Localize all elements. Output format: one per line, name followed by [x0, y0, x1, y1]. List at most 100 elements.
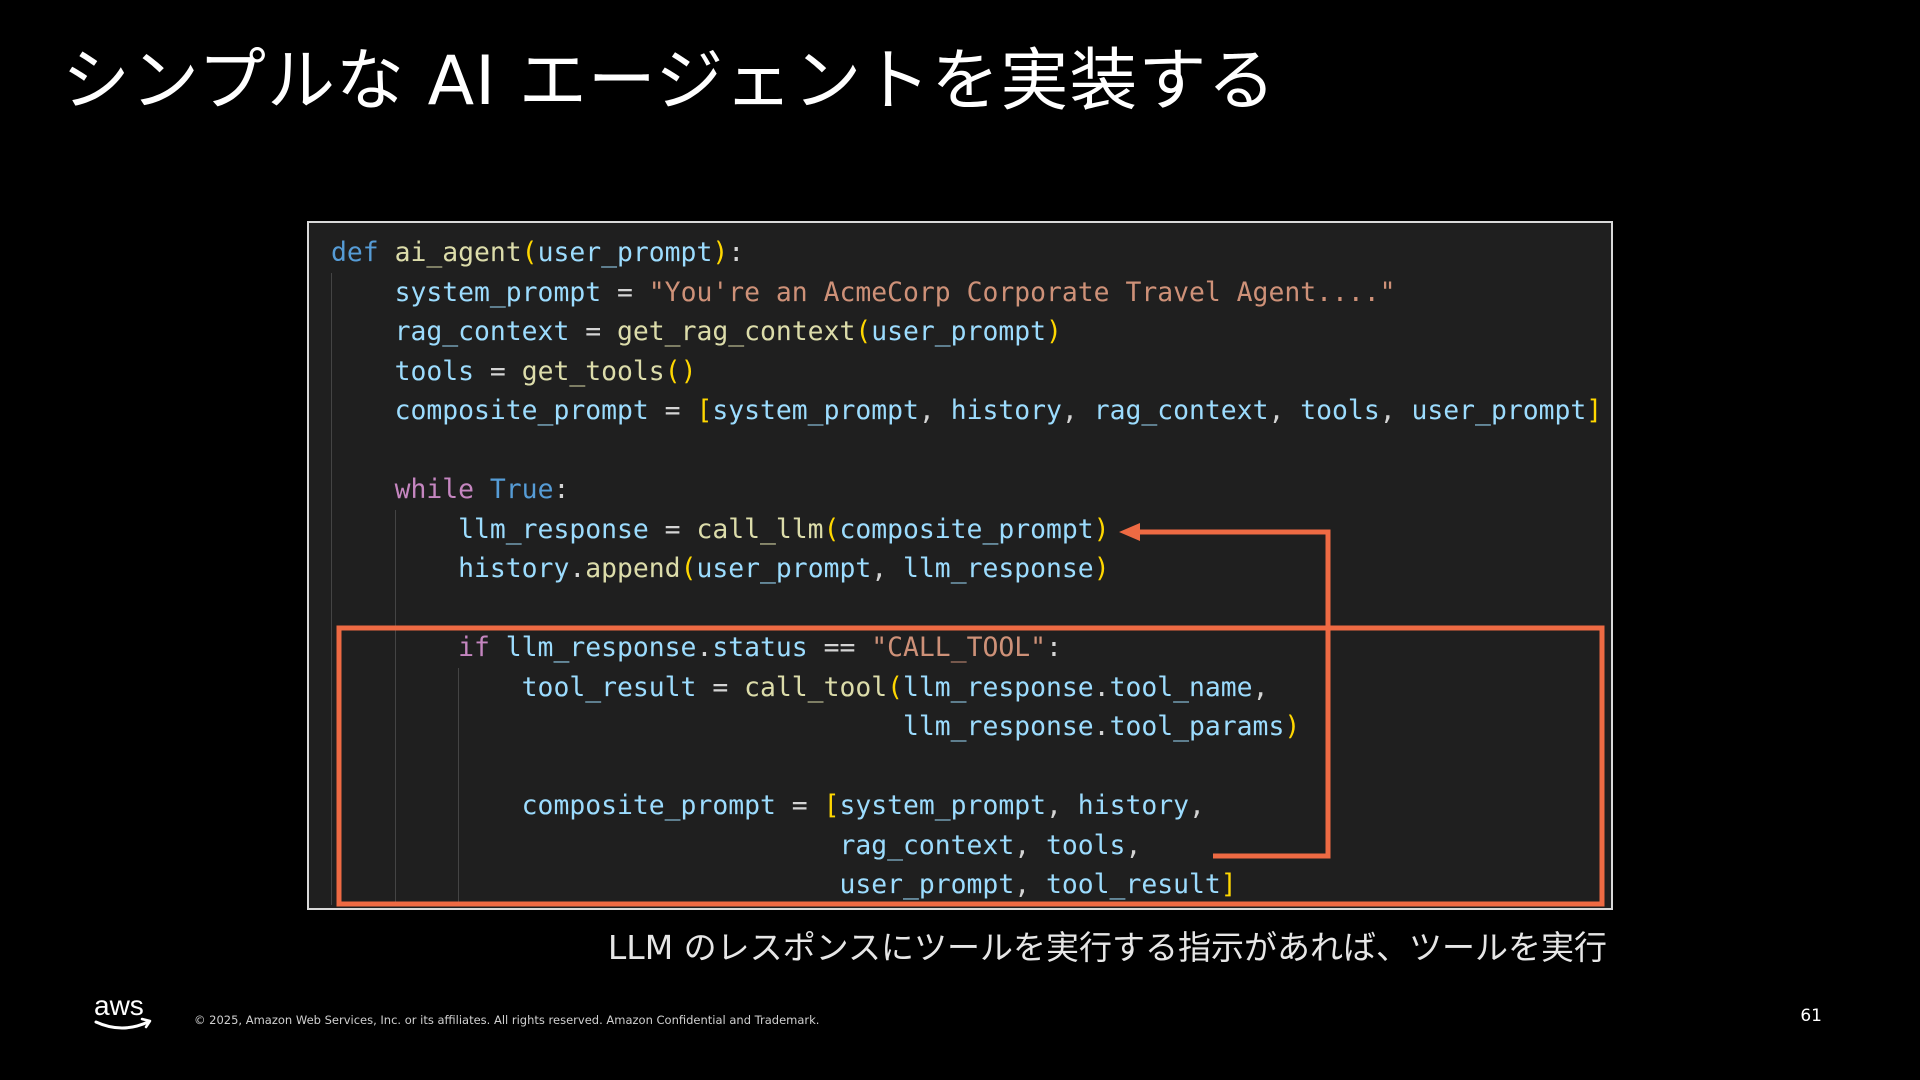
code-line [331, 589, 1602, 629]
indent-guide [394, 509, 396, 905]
code-line: while True: [331, 470, 1602, 510]
code-token: rag_context [394, 316, 570, 347]
code-token: , [1046, 790, 1078, 821]
code-token: ai_agent [394, 237, 522, 268]
code-token: = [569, 316, 618, 347]
code-token: call_tool [744, 671, 888, 703]
code-token: ) [1093, 553, 1110, 584]
code-token: user_prompt [871, 316, 1047, 347]
code-token: , [1379, 395, 1412, 426]
code-token: ) [1093, 513, 1110, 545]
code-line: if llm_response.status == "CALL_TOOL": [331, 628, 1602, 668]
code-token: , [1014, 829, 1046, 861]
code-token: "You're an AcmeCorp Corporate Travel Age… [648, 276, 1396, 308]
code-token [490, 632, 506, 663]
code-line: llm_response.tool_params) [331, 707, 1602, 747]
code-token: history [950, 395, 1062, 426]
code-token: ) [1046, 316, 1062, 347]
code-line: def ai_agent(user_prompt): [331, 233, 1602, 273]
code-line: tools = get_tools() [331, 352, 1602, 392]
code-token: ] [1586, 395, 1603, 426]
code-token: ( [680, 553, 697, 584]
code-line: llm_response = call_llm(composite_prompt… [331, 510, 1602, 550]
code-line: composite_prompt = [system_prompt, histo… [331, 786, 1602, 826]
code-token: [ [696, 395, 713, 426]
code-token: history [1077, 790, 1190, 821]
code-token: def [331, 237, 379, 268]
code-token: rag_context [839, 829, 1015, 861]
slide-caption: LLM のレスポンスにツールを実行する指示があれば、ツールを実行 [607, 928, 1607, 967]
code-line [331, 747, 1602, 787]
code-token: True [489, 474, 554, 505]
code-token: = [648, 395, 697, 426]
code-token: while [394, 474, 475, 505]
code-token: tool_params [1109, 711, 1285, 742]
code-token: rag_context [1093, 395, 1269, 426]
code-token: = [696, 671, 745, 703]
code-token: system_prompt [712, 395, 919, 426]
code-token: get_tools [521, 355, 665, 387]
code-token: , [1252, 671, 1269, 703]
code-token: tool_result [521, 671, 697, 703]
code-token: tool_name [1109, 671, 1253, 703]
code-token: status [712, 632, 808, 663]
code-token: ( [521, 237, 538, 268]
code-token: user_prompt [537, 237, 713, 268]
code-token: , [871, 553, 904, 584]
code-token: llm_response [903, 711, 1094, 742]
code-token: : [728, 237, 745, 268]
code-token: composite_prompt [521, 790, 776, 821]
code-token: . [1093, 711, 1110, 742]
code-token: ) [1284, 711, 1301, 742]
code-token: = [474, 355, 522, 387]
code-token: : [553, 474, 570, 505]
code-token: tools [1046, 829, 1126, 861]
code-token: if [458, 632, 490, 663]
code-token: tool_result [1046, 869, 1221, 900]
slide-title: シンプルな AI エージェントを実装する [62, 42, 1277, 121]
code-token: == [807, 632, 872, 663]
code-block: def ai_agent(user_prompt): system_prompt… [331, 233, 1602, 905]
code-token [331, 830, 839, 861]
code-token: ) [712, 237, 729, 268]
code-token: system_prompt [394, 276, 602, 308]
code-token [331, 672, 522, 703]
code-line: rag_context, tools, [331, 826, 1602, 866]
code-token: llm_response [458, 513, 649, 545]
code-token: llm_response [505, 632, 697, 663]
code-token: = [775, 790, 824, 821]
code-token: "CALL_TOOL" [871, 632, 1047, 663]
code-token: history [458, 553, 570, 584]
code-line [331, 431, 1602, 471]
page-number: 61 [1800, 1006, 1822, 1026]
code-token [474, 474, 490, 505]
aws-logo-icon: aws [92, 990, 156, 1038]
code-token: call_llm [696, 513, 824, 545]
code-token: composite_prompt [394, 395, 649, 426]
code-line: composite_prompt = [system_prompt, histo… [331, 391, 1603, 431]
code-token: , [1125, 829, 1142, 861]
code-token: tools [1300, 395, 1380, 426]
code-token [331, 711, 903, 742]
code-line: history.append(user_prompt, llm_response… [331, 549, 1602, 589]
code-token: : [1046, 632, 1062, 663]
code-token: = [601, 276, 649, 308]
code-token: , [1268, 395, 1301, 426]
code-token: , [1189, 790, 1205, 821]
code-token: composite_prompt [839, 513, 1094, 545]
code-token: = [648, 513, 697, 545]
code-token: [ [823, 790, 840, 821]
code-token [331, 395, 395, 426]
code-token: append [585, 553, 681, 584]
code-token: . [696, 632, 713, 663]
indent-guide [458, 667, 460, 905]
code-token [331, 277, 395, 308]
code-token: llm_response [903, 553, 1094, 584]
code-token: . [1093, 671, 1110, 703]
code-token: user_prompt [839, 869, 1015, 900]
code-line: user_prompt, tool_result] [331, 865, 1602, 905]
aws-logo-text: aws [94, 990, 144, 1021]
code-token [379, 237, 395, 268]
code-line: rag_context = get_rag_context(user_promp… [331, 312, 1602, 352]
code-token: () [664, 355, 697, 387]
